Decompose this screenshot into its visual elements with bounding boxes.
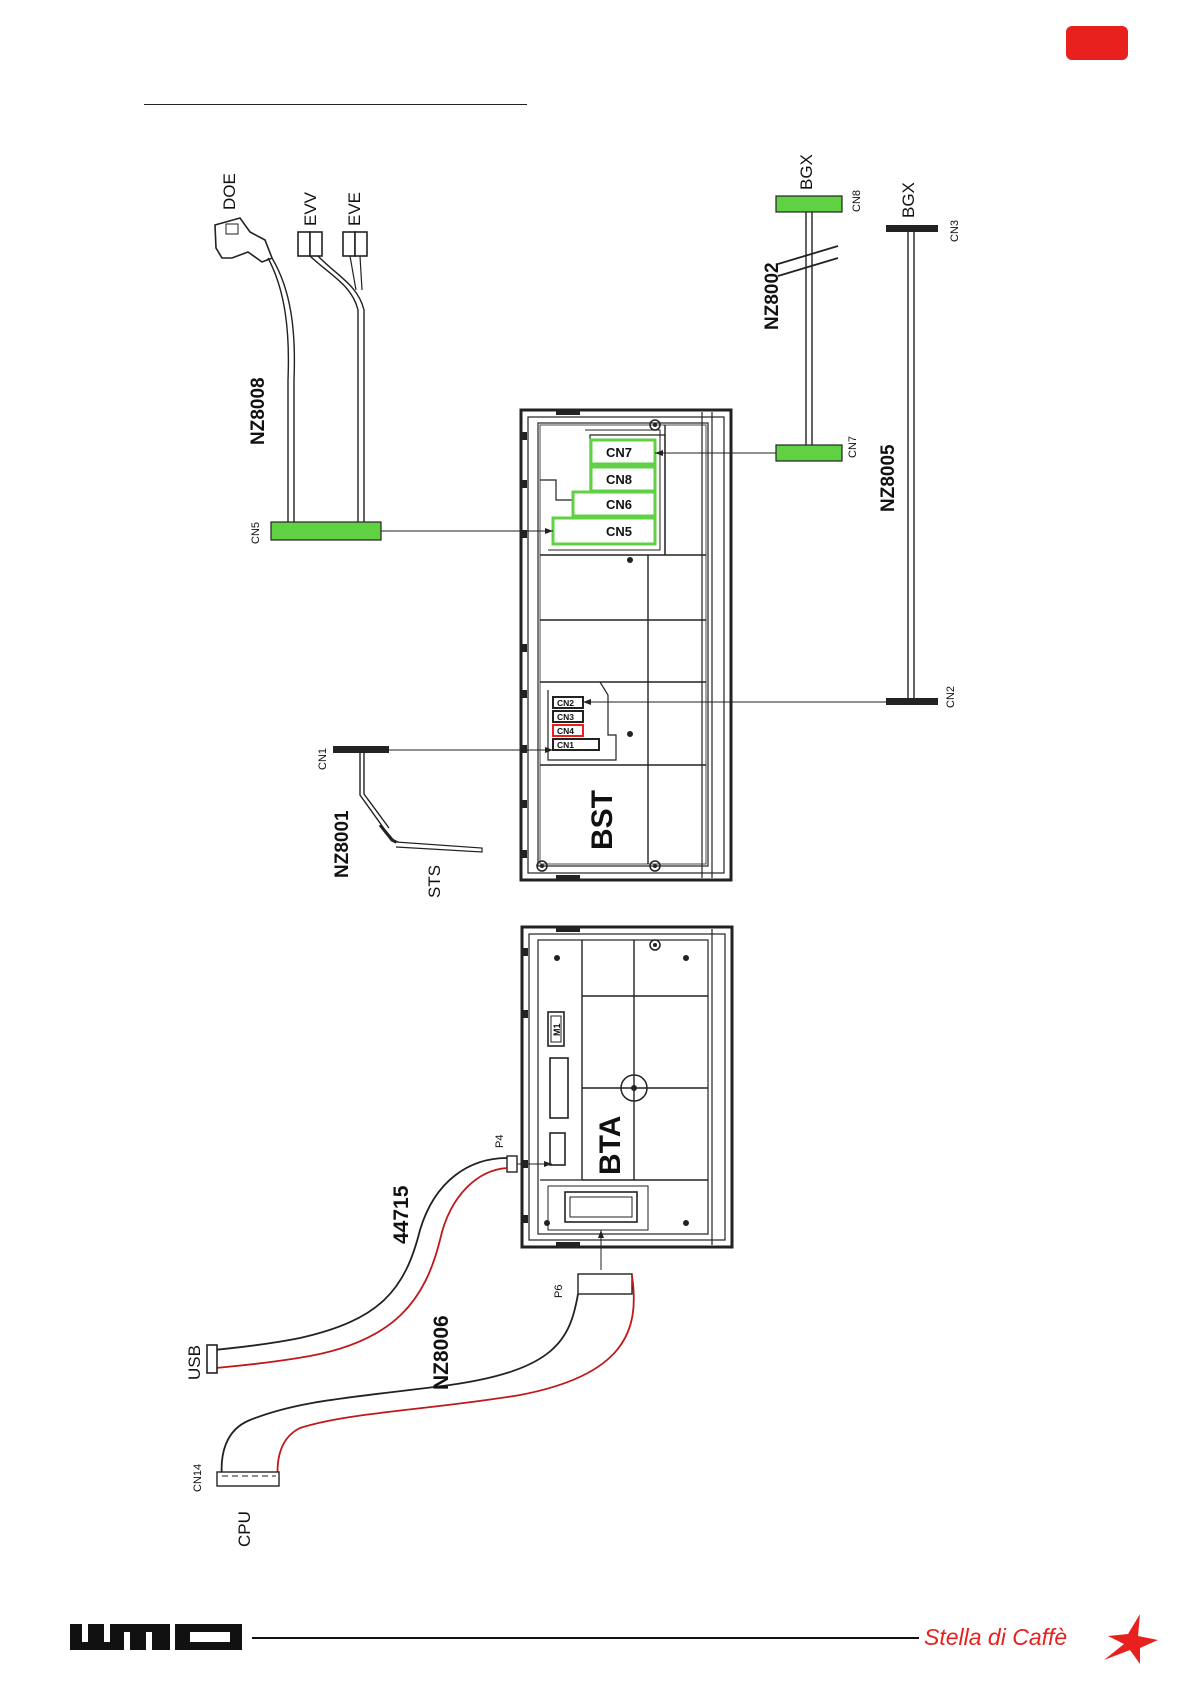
partner-logo-text: Stella di Caffè	[924, 1624, 1067, 1650]
p4-connector	[507, 1156, 517, 1172]
nz8008-label: NZ8008	[248, 377, 269, 445]
doe-label: DOE	[220, 173, 239, 210]
p6-label: P6	[553, 1285, 565, 1298]
nz8001-label: NZ8001	[332, 810, 353, 878]
star-icon	[1104, 1614, 1158, 1664]
cn1-ext-connector	[333, 746, 389, 753]
cn7-ext-connector	[776, 445, 842, 461]
eve-label: EVE	[345, 192, 364, 226]
nz8002-harness	[655, 196, 842, 461]
bst-cn5-label: CN5	[606, 524, 632, 539]
cn8-ext-label: CN8	[851, 190, 863, 212]
bst-cn3-label: CN3	[557, 712, 574, 722]
doe-plug-icon	[215, 218, 272, 262]
cn7-ext-label: CN7	[847, 436, 859, 458]
cn5-ext-connector	[271, 522, 381, 540]
nz8002-label: NZ8002	[762, 262, 783, 330]
p6-connector	[578, 1274, 632, 1294]
cn5-ext-label: CN5	[250, 522, 262, 544]
bst-cn7-label: CN7	[606, 445, 632, 460]
bst-cn1-label: CN1	[557, 740, 574, 750]
usb-connector	[207, 1345, 217, 1373]
evv-label: EVV	[301, 191, 320, 226]
p4-label: P4	[494, 1135, 506, 1148]
bta-m1-mark: M1	[552, 1023, 562, 1036]
evv-plug-icon	[298, 232, 310, 256]
nz8006-label: NZ8006	[430, 1315, 453, 1390]
eve-plug-icon	[343, 232, 355, 256]
cn3-ext-label: CN3	[949, 220, 961, 242]
bgx-top-label: BGX	[797, 154, 816, 190]
cn1-ext-label: CN1	[317, 748, 329, 770]
cn8-ext-connector	[776, 196, 842, 212]
h44715-harness	[207, 1156, 552, 1373]
bst-cn2-label: CN2	[557, 698, 574, 708]
cn14-label: CN14	[192, 1464, 204, 1492]
bst-board: CN7 CN8 CN6 CN5 CN2 CN3 CN4 CN1 BST	[521, 410, 731, 880]
cn14-connector	[217, 1472, 279, 1486]
nz8005-label: NZ8005	[878, 444, 899, 512]
cn2-ext-label: CN2	[945, 686, 957, 708]
cpu-label: CPU	[235, 1511, 254, 1547]
bta-board-label: BTA	[594, 1116, 627, 1175]
bgx-right-label: BGX	[899, 182, 918, 218]
footer-rule	[252, 1637, 919, 1639]
bst-cn6-label: CN6	[606, 497, 632, 512]
bta-board: M1 BTA	[522, 927, 732, 1247]
h44715-label: 44715	[390, 1185, 413, 1244]
bst-cn4-label: CN4	[557, 726, 574, 736]
bst-board-label: BST	[586, 790, 619, 850]
nz8006-harness	[217, 1230, 634, 1486]
bst-cn8-label: CN8	[606, 472, 632, 487]
usb-label: USB	[185, 1345, 204, 1380]
cn3-ext-connector	[886, 225, 938, 232]
unic-logo	[70, 1624, 242, 1650]
sts-label: STS	[425, 865, 444, 898]
cn2-ext-connector	[886, 698, 938, 705]
bst-cn5-connector	[553, 518, 655, 544]
